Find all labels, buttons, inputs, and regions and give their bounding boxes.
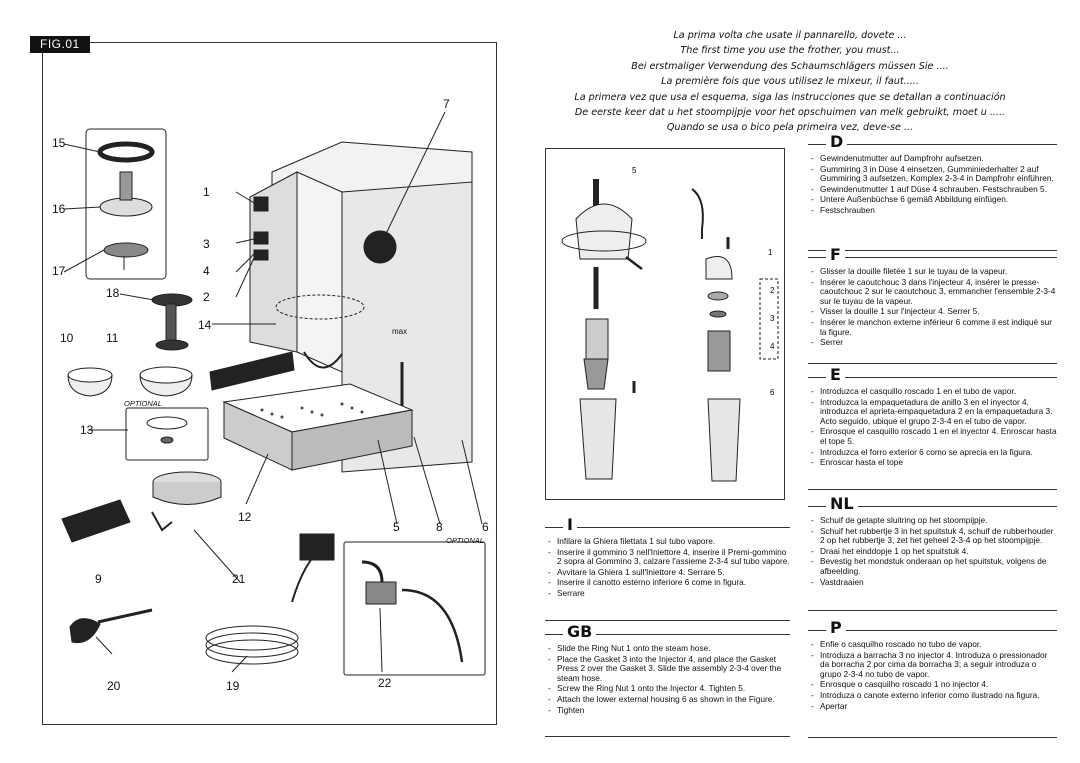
section-fr-item: Serrer [808,338,1057,348]
callout-8: 8 [436,520,443,534]
diagram-label-1: 1 [768,248,773,257]
callout-13: 13 [80,423,94,437]
callout-17: 17 [52,264,66,278]
section-nl: NL Schuif de getapte sluitring op het st… [808,495,1057,611]
section-it: I Infilare la Ghiera filettata 1 sul tub… [545,516,790,621]
optional-label-2: OPTIONAL [446,536,484,545]
callout-10: 10 [60,331,74,345]
section-es: E Introduzca el casquillo roscado 1 en e… [808,366,1057,490]
callout-21: 21 [232,572,246,586]
callout-16: 16 [52,202,66,216]
callout-2: 2 [203,290,210,304]
section-nl-item: Draai het einddopje 1 op het spuitstuk 4… [808,546,1057,557]
section-it-item: Avvitare la Ghiera 1 sull'Iniettore 4. S… [545,567,790,578]
diagram-label-3: 3 [770,314,775,323]
optional-label-1: OPTIONAL [124,399,162,408]
section-de-title: D [826,133,848,151]
intro-fr: La première fois que vous utilisez le mi… [661,76,919,88]
section-it-item: Inserire il canotto esterno inferiore 6 … [545,578,790,588]
callout-9: 9 [95,572,102,586]
section-es-item: Enroscar hasta el tope [808,458,1057,468]
intro-es: La primera vez que usa el esquema, siga … [574,91,1006,103]
intro-pt: Quando se usa o bico pela primeira vez, … [666,122,914,134]
diagram-label-5: 5 [632,166,637,175]
steam-wand-diagram: 5 1 2 3 4 6 [545,148,785,500]
callout-14: 14 [198,318,212,332]
ring-nut-part [97,141,155,163]
section-fr-item: Glisser la douille filetée 1 sur le tuya… [808,266,1057,277]
callout-19: 19 [226,679,240,693]
figure-frame [42,42,497,725]
callout-20: 20 [107,679,121,693]
intro-it: La prima volta che usate il pannarello, … [673,30,907,41]
section-de-item: Festschrauben [808,205,1057,216]
section-pt: P Enfie o casquilho roscado no tubo de v… [808,619,1057,738]
section-pt-item: Introduza o canote externo inferior como… [808,690,1057,701]
multilingual-intro: La prima volta che usate il pannarello, … [540,28,1040,136]
section-pt-item: Enrosque o casquilho roscado 1 no inject… [808,680,1057,690]
callout-11: 11 [106,331,119,345]
intro-de: Bei erstmaliger Verwendung des Schaumsch… [631,60,949,72]
section-de-item: Gewindenutmutter auf Dampfrohr aufsetzen… [808,153,1057,164]
section-gb-item: Tighten [545,705,790,716]
section-nl-item: Bevestig het mondstuk onderaan op het sp… [808,557,1057,576]
callout-1: 1 [203,185,210,199]
section-nl-item: Schuif het rubbertje 3 in het spuitstuk … [808,526,1057,546]
diagram-label-6: 6 [770,388,775,397]
section-es-item: Introduzca la empaquetadura de anillo 3 … [808,397,1057,427]
section-fr: F Glisser la douille filetée 1 sur le tu… [808,246,1057,364]
section-pt-item: Apertar [808,701,1057,712]
callout-3: 3 [203,237,210,251]
figure-tag: FIG.01 [30,36,90,53]
callout-5: 5 [393,520,400,534]
exploded-machine-drawing: max [61,111,486,676]
section-gb-item: Attach the lower external housing 6 as s… [545,694,790,705]
section-fr-item: Insérer le manchon externe inférieur 6 c… [808,317,1057,337]
intro-nl: De eerste keer dat u het stoompijpje voo… [574,107,1006,119]
section-es-item: Introduzca el casquillo roscado 1 en el … [808,386,1057,397]
steam-wand-drawing: 5 1 2 3 4 6 [561,166,779,482]
section-pt-title: P [826,619,846,637]
section-de: D Gewindenutmutter auf Dampfrohr aufsetz… [808,133,1057,251]
section-nl-item: Schuif de getapte sluitring op het stoom… [808,515,1057,526]
section-gb-item: Screw the Ring Nut 1 onto the Injector 4… [545,684,790,694]
section-fr-item: Visser la douille 1 sur l'injecteur 4. S… [808,307,1057,317]
section-es-title: E [826,366,845,384]
callout-4: 4 [203,264,210,278]
section-gb-item: Slide the Ring Nut 1 onto the steam hose… [545,643,790,654]
section-gb-item: Place the Gasket 3 into the Injector 4, … [545,654,790,684]
section-it-item: Serrare [545,588,790,599]
section-pt-item: Introduza a barracha 3 no injector 4. In… [808,650,1057,680]
callout-18: 18 [106,286,120,300]
callout-15: 15 [52,136,66,150]
section-fr-title: F [826,246,845,264]
callout-7: 7 [443,97,450,111]
callout-6: 6 [482,520,489,534]
callout-22: 22 [378,676,392,690]
section-nl-item: Vastdraaien [808,577,1057,588]
section-it-item: Inserire il gommino 3 nell'Iniettore 4, … [545,547,790,567]
section-de-item: Gummiring 3 in Düse 4 einsetzen, Gummini… [808,164,1057,184]
max-label: max [392,327,407,336]
diagram-label-2: 2 [770,286,775,295]
section-de-item: Gewindenutmutter 1 auf Düse 4 schrauben.… [808,184,1057,195]
section-de-item: Untere Außenbüchse 6 gemäß Abbildung ein… [808,195,1057,205]
section-gb-title: GB [563,623,597,641]
section-es-item: Introduzca el forro exterior 6 como se a… [808,447,1057,458]
intro-en: The first time you use the frother, you … [680,45,900,57]
section-nl-title: NL [826,495,858,513]
accessory-panel [85,128,167,280]
callout-12: 12 [238,510,252,524]
diagram-label-4: 4 [770,342,775,351]
section-gb: GB Slide the Ring Nut 1 onto the steam h… [545,623,790,737]
section-it-item: Infilare la Ghiera filettata 1 sul tubo … [545,536,790,547]
section-it-title: I [563,516,577,534]
section-es-item: Enrosque el casquillo roscado 1 en el in… [808,427,1057,446]
section-fr-item: Insérer le caoutchouc 3 dans l'injecteur… [808,277,1057,307]
section-pt-item: Enfie o casquilho roscado no tubo de vap… [808,639,1057,650]
